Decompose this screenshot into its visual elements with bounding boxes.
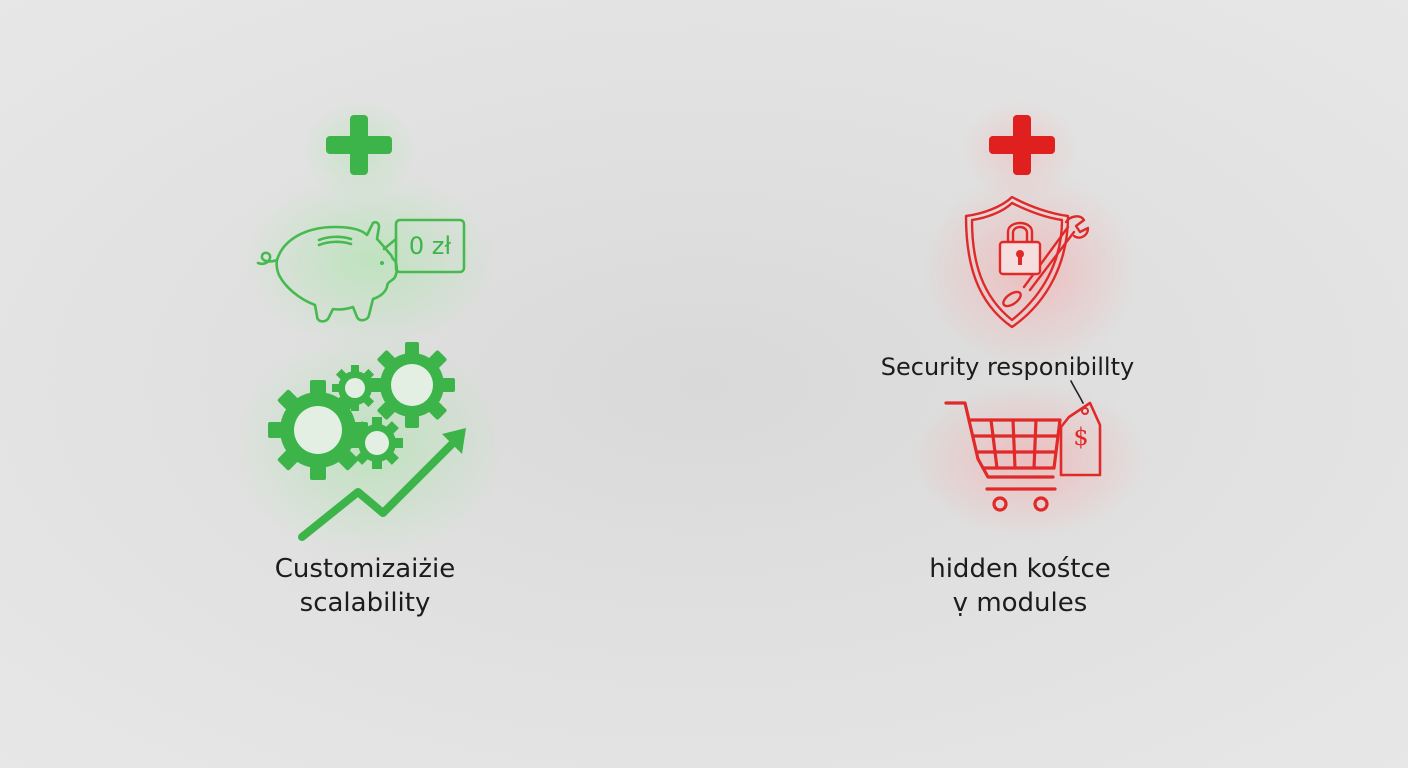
shopping-cart-price-tag-icon: $ xyxy=(943,380,1113,520)
gears-growth-arrow-icon xyxy=(260,340,475,545)
scalability-label-line1: Customizaiżie xyxy=(274,554,456,584)
price-tag-symbol: $ xyxy=(1073,423,1089,451)
plus-icon xyxy=(326,115,392,175)
scalability-label: Customizaiżie scalability xyxy=(230,552,500,620)
shield-lock-wrench-icon xyxy=(962,192,1097,332)
price-tag-label: 0 zł xyxy=(408,232,452,260)
plus-icon xyxy=(989,115,1055,175)
hidden-costs-label-line1: hidden kośtce xyxy=(929,554,1111,584)
security-label: Security responibillty xyxy=(880,353,1135,381)
piggy-bank-icon: 0 zł xyxy=(255,215,470,325)
scalability-label-line2: scalability xyxy=(299,588,431,618)
hidden-costs-label: hidden kośtce ṿ modules xyxy=(885,552,1155,620)
hidden-costs-label-line2: ṿ modules xyxy=(952,588,1088,618)
